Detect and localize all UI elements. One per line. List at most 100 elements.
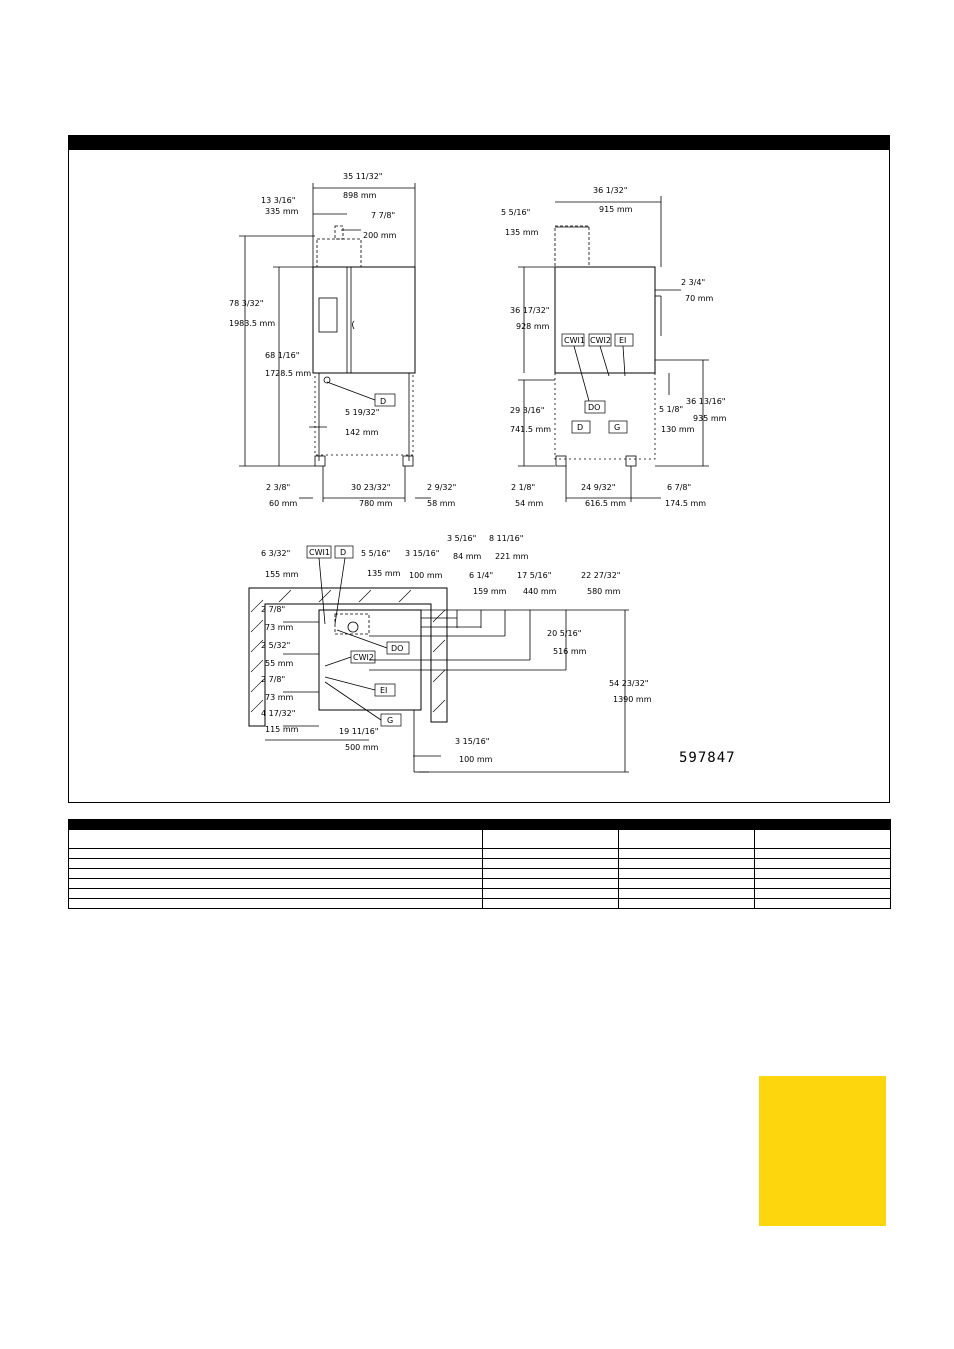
dim-text: 55 mm	[265, 659, 294, 668]
dim-text: 5 1/8"	[659, 405, 683, 414]
table-cell	[754, 848, 891, 859]
dim-text: 135 mm	[505, 228, 539, 237]
table-cell	[482, 868, 619, 879]
dim-text: 73 mm	[265, 693, 294, 702]
dim-text: 6 7/8"	[667, 483, 691, 492]
dim-text: 7 7/8"	[371, 211, 395, 220]
table-cell	[482, 898, 619, 909]
table-row	[68, 868, 891, 879]
dim-text: 2 7/8"	[261, 675, 285, 684]
dim-text: 54 mm	[515, 499, 544, 508]
connection-label-cwi1: CWI1	[309, 548, 330, 557]
dim-text: 221 mm	[495, 552, 529, 561]
dim-text: 17 5/16"	[517, 571, 551, 580]
dim-text: 84 mm	[453, 552, 482, 561]
drawing-number: 597847	[679, 750, 736, 766]
table-cell	[754, 898, 891, 909]
table-row	[68, 848, 891, 859]
dim-text: 200 mm	[363, 231, 397, 240]
table-header-cell	[618, 819, 755, 830]
dim-text: 1390 mm	[613, 695, 652, 704]
table-row	[68, 858, 891, 869]
dim-text: 898 mm	[343, 191, 377, 200]
dim-text: 780 mm	[359, 499, 393, 508]
dim-text: 20 5/16"	[547, 629, 581, 638]
dim-text: 54 23/32"	[609, 679, 648, 688]
spec-table	[68, 819, 891, 909]
dim-text: 2 3/8"	[266, 483, 290, 492]
dim-text: 928 mm	[516, 322, 550, 331]
connection-label-g: G	[614, 423, 620, 432]
dim-text: 142 mm	[345, 428, 379, 437]
front-view	[239, 183, 431, 502]
dim-text: 30 23/32"	[351, 483, 390, 492]
table-cell	[68, 848, 483, 859]
table-row	[68, 878, 891, 889]
dim-text: 741.5 mm	[510, 425, 551, 434]
connection-label-cwi1: CWI1	[564, 336, 585, 345]
table-cell	[482, 848, 619, 859]
dim-text: 36 13/16"	[686, 397, 725, 406]
table-cell	[618, 848, 755, 859]
table-header-cell	[482, 819, 619, 830]
dim-text: 3 5/16"	[447, 534, 476, 543]
panel-header-bar	[69, 136, 889, 150]
table-cell	[68, 878, 483, 889]
dim-text: 100 mm	[409, 571, 443, 580]
table-row	[68, 829, 891, 849]
drawing-panel: 35 11/32" 898 mm 13 3/16" 335 mm 7 7/8" …	[68, 135, 890, 803]
dim-text: 68 1/16"	[265, 351, 299, 360]
dim-text: 155 mm	[265, 570, 299, 579]
dim-text: 35 11/32"	[343, 172, 382, 181]
dim-text: 36 17/32"	[510, 306, 549, 315]
dim-text: 580 mm	[587, 587, 621, 596]
dim-text: 1728.5 mm	[265, 369, 311, 378]
table-cell	[482, 878, 619, 889]
dim-text: 115 mm	[265, 725, 299, 734]
connection-label-do: DO	[588, 403, 600, 412]
technical-drawing: 35 11/32" 898 mm 13 3/16" 335 mm 7 7/8" …	[229, 172, 727, 773]
dim-text: 5 19/32"	[345, 408, 379, 417]
dim-text: 22 27/32"	[581, 571, 620, 580]
table-cell	[618, 829, 755, 849]
dim-text: 19 11/16"	[339, 727, 378, 736]
dim-text: 6 3/32"	[261, 549, 290, 558]
table-row	[68, 888, 891, 899]
dim-text: 2 7/8"	[261, 605, 285, 614]
dim-text: 3 15/16"	[455, 737, 489, 746]
dim-text: 2 9/32"	[427, 483, 456, 492]
dim-text: 73 mm	[265, 623, 294, 632]
connection-label-d: D	[577, 423, 583, 432]
dim-text: 24 9/32"	[581, 483, 615, 492]
table-header-row	[68, 819, 891, 830]
dim-text: 6 1/4"	[469, 571, 493, 580]
table-cell	[754, 878, 891, 889]
dim-text: 100 mm	[459, 755, 493, 764]
table-cell	[482, 858, 619, 869]
dim-text: 13 3/16"	[261, 196, 295, 205]
dim-text: 3 15/16"	[405, 549, 439, 558]
connection-label-cwi2: CWI2	[590, 336, 611, 345]
table-cell	[754, 829, 891, 849]
dim-text: 500 mm	[345, 743, 379, 752]
dim-text: 78 3/32"	[229, 299, 263, 308]
table-cell	[482, 888, 619, 899]
dim-text: 516 mm	[553, 647, 587, 656]
dim-text: 335 mm	[265, 207, 299, 216]
table-header-cell	[68, 819, 483, 830]
dim-text: 130 mm	[661, 425, 695, 434]
table-cell	[754, 858, 891, 869]
yellow-accent-block	[759, 1076, 886, 1226]
dim-text: 5 5/16"	[501, 208, 530, 217]
connection-label-g: G	[387, 716, 393, 725]
dim-text: 135 mm	[367, 569, 401, 578]
dim-text: 2 1/8"	[511, 483, 535, 492]
dim-text: 616.5 mm	[585, 499, 626, 508]
dim-text: 8 11/16"	[489, 534, 523, 543]
dim-text: 2 3/4"	[681, 278, 705, 287]
connection-label-cwi2: CWI2	[353, 653, 374, 662]
dim-text: 2 5/32"	[261, 641, 290, 650]
dim-text: 440 mm	[523, 587, 557, 596]
dim-text: 174.5 mm	[665, 499, 706, 508]
connection-label-ei: EI	[619, 336, 626, 345]
